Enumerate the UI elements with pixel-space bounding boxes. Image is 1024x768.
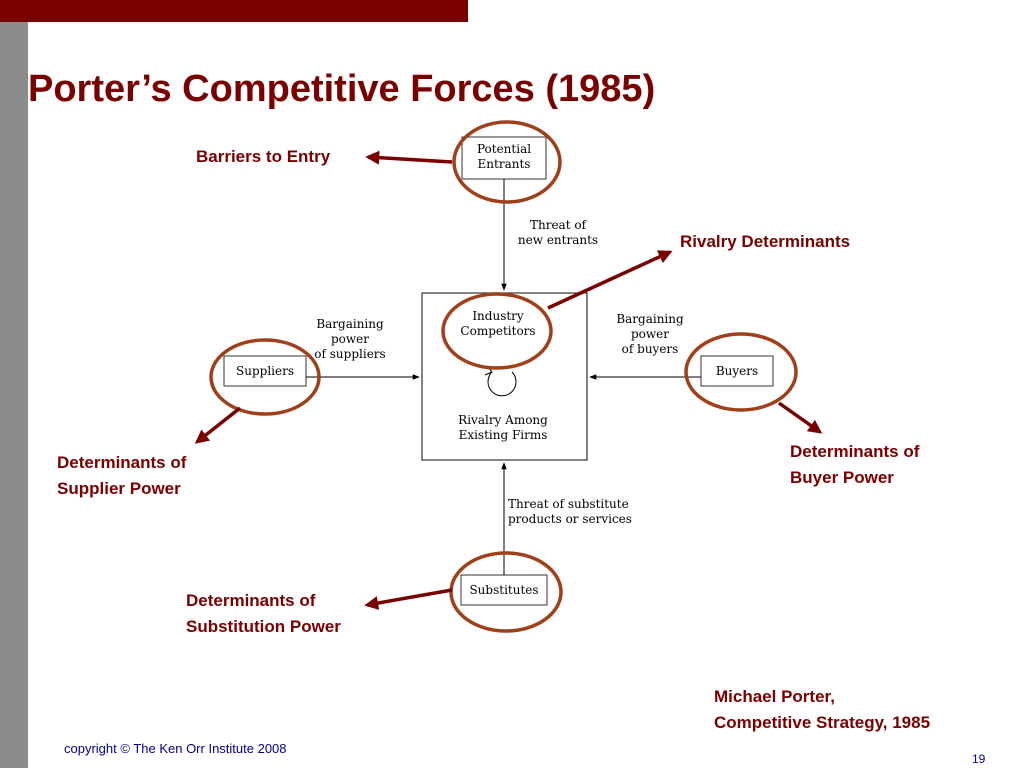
slide-title: Porter’s Competitive Forces (1985) bbox=[28, 68, 656, 110]
citation-line1: Michael Porter, bbox=[714, 687, 835, 706]
supplier-arrow bbox=[194, 406, 242, 444]
supplier-power-label: Determinants of Supplier Power bbox=[57, 450, 186, 502]
barriers-arrow bbox=[365, 150, 453, 165]
threat-substitutes-line1: Threat of substitute bbox=[508, 497, 629, 511]
bargaining-buyers-line3: of buyers bbox=[622, 342, 679, 356]
bargaining-buyers-line2: power bbox=[631, 327, 669, 341]
substitution-arrow bbox=[364, 588, 453, 610]
substitution-power-line2: Substitution Power bbox=[186, 617, 341, 636]
citation: Michael Porter, Competitive Strategy, 19… bbox=[714, 684, 930, 736]
page-number: 19 bbox=[972, 752, 986, 766]
buyer-arrow bbox=[777, 401, 823, 434]
barriers-to-entry-label: Barriers to Entry bbox=[196, 147, 331, 166]
bargaining-suppliers-line3: of suppliers bbox=[314, 347, 385, 361]
rivalry-line1: Rivalry Among bbox=[458, 413, 548, 427]
potential-entrants-line1: Potential bbox=[477, 142, 531, 156]
threat-substitutes-line2: products or services bbox=[508, 512, 632, 526]
potential-entrants-highlight bbox=[452, 120, 562, 204]
suppliers-box bbox=[223, 355, 307, 387]
suppliers-label: Suppliers bbox=[236, 364, 294, 378]
left-side-bar bbox=[0, 0, 28, 768]
rivalry-arrow bbox=[547, 250, 673, 310]
substitutes-highlight bbox=[449, 551, 563, 633]
industry-competitors-line2: Competitors bbox=[460, 324, 535, 338]
rivalry-loop bbox=[487, 371, 517, 397]
substitutes-label: Substitutes bbox=[469, 583, 538, 597]
substitution-power-line1: Determinants of bbox=[186, 591, 316, 610]
rivalry-line2: Existing Firms bbox=[459, 428, 548, 442]
substitution-power-label: Determinants of Substitution Power bbox=[186, 588, 341, 640]
threat-new-entrants-line1: Threat of bbox=[530, 218, 588, 232]
threat-new-entrants-line2: new entrants bbox=[518, 233, 598, 247]
bargaining-suppliers-line1: Bargaining bbox=[316, 317, 384, 331]
buyer-power-line2: Buyer Power bbox=[790, 468, 894, 487]
potential-entrants-line2: Entrants bbox=[478, 157, 531, 171]
top-accent-bar bbox=[0, 0, 468, 22]
bargaining-buyers-line1: Bargaining bbox=[616, 312, 684, 326]
buyers-box bbox=[700, 355, 774, 387]
buyer-power-label: Determinants of Buyer Power bbox=[790, 439, 919, 491]
bargaining-suppliers-line2: power bbox=[331, 332, 369, 346]
supplier-power-line1: Determinants of bbox=[57, 453, 187, 472]
buyers-label: Buyers bbox=[716, 364, 758, 378]
rivalry-determinants-label: Rivalry Determinants bbox=[680, 232, 851, 251]
buyers-highlight bbox=[684, 332, 798, 412]
industry-competitors-line1: Industry bbox=[472, 309, 524, 323]
copyright-footer: copyright © The Ken Orr Institute 2008 bbox=[64, 741, 287, 756]
potential-entrants-box bbox=[461, 136, 547, 180]
suppliers-highlight bbox=[209, 338, 321, 416]
supplier-power-line2: Supplier Power bbox=[57, 479, 181, 498]
industry-competitors-highlight bbox=[441, 292, 553, 370]
buyer-power-line1: Determinants of bbox=[790, 442, 920, 461]
citation-line2: Competitive Strategy, 1985 bbox=[714, 713, 931, 732]
substitutes-box bbox=[460, 574, 548, 606]
